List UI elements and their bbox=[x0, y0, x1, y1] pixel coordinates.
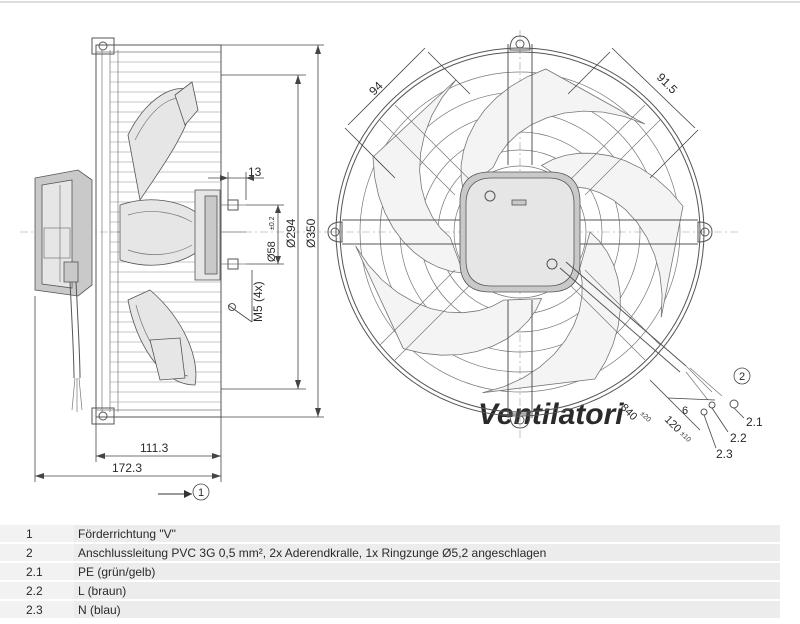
dim-cable bbox=[649, 379, 716, 431]
dim-58-tolerance: ±0.2 bbox=[269, 216, 276, 230]
dim-13-label: 13 bbox=[248, 165, 262, 179]
dim-94 bbox=[344, 47, 471, 179]
legend-number: 2 bbox=[0, 543, 74, 563]
legend-description: PE (grün/gelb) bbox=[74, 562, 780, 582]
legend-description: L (braun) bbox=[74, 581, 780, 601]
fan-blade bbox=[460, 68, 645, 192]
m5-leader bbox=[227, 270, 253, 323]
legend-description: Förderrichtung "V" bbox=[74, 525, 780, 544]
dim-94-label: 94 bbox=[366, 79, 386, 99]
svg-text:2.3: 2.3 bbox=[716, 447, 733, 461]
guard-ribs bbox=[110, 61, 221, 403]
legend-description: Anschlussleitung PVC 3G 0,5 mm², 2x Ader… bbox=[74, 543, 780, 563]
blade-middle bbox=[119, 199, 201, 266]
legend-description: N (blau) bbox=[74, 600, 780, 620]
legend-number: 2.2 bbox=[0, 581, 74, 601]
cable-exit bbox=[559, 261, 739, 416]
legend-number: 1 bbox=[0, 525, 74, 544]
flow-arrow bbox=[158, 490, 192, 498]
dim-915 bbox=[567, 47, 699, 179]
dim-294 bbox=[221, 74, 306, 390]
fan-blade bbox=[355, 245, 543, 356]
svg-text:2.2: 2.2 bbox=[730, 431, 747, 445]
dim-294-label: Ø294 bbox=[284, 218, 298, 248]
legend-number: 2.1 bbox=[0, 562, 74, 582]
svg-text:1: 1 bbox=[198, 487, 204, 499]
dim-111-label: 111.3 bbox=[140, 441, 169, 455]
dim-13 bbox=[208, 172, 264, 200]
side-view: 13 111.3 172.3 Ø350 Ø294 Ø58 ±0.2 M5 (4x… bbox=[20, 37, 330, 501]
motor-plate bbox=[459, 171, 581, 293]
dim-111 bbox=[95, 417, 222, 462]
fan-blade bbox=[540, 152, 684, 318]
cable-840-tolerance: ±20 bbox=[639, 410, 652, 423]
dim-915-label: 91.5 bbox=[654, 70, 681, 97]
dim-58 bbox=[246, 204, 284, 265]
terminal-box bbox=[34, 169, 93, 297]
callout-2-1: 2.1 bbox=[733, 407, 763, 429]
cable-6-label: 6 bbox=[682, 405, 688, 417]
front-blades bbox=[355, 68, 684, 394]
callout-2: 2 bbox=[733, 367, 751, 385]
callout-2-3: 2.3 bbox=[703, 414, 733, 461]
callout-1: 1 bbox=[192, 483, 210, 501]
blade-lower bbox=[127, 289, 197, 386]
guard-frame bbox=[91, 37, 222, 425]
svg-text:2.1: 2.1 bbox=[746, 415, 763, 429]
legend-number: 2.3 bbox=[0, 600, 74, 620]
cable-120-tolerance: ±10 bbox=[679, 430, 692, 443]
cable-120-label: 120 bbox=[662, 414, 683, 435]
technical-drawing: Ventilatori bbox=[0, 1, 800, 501]
side-cable bbox=[69, 281, 83, 412]
m5-label: M5 (4x) bbox=[251, 281, 265, 322]
dim-172 bbox=[34, 296, 222, 482]
dim-58-label: Ø58 bbox=[266, 241, 278, 262]
dim-172-label: 172.3 bbox=[112, 461, 142, 475]
svg-text:2: 2 bbox=[739, 371, 745, 383]
motor-hub bbox=[194, 189, 246, 281]
dim-350 bbox=[221, 44, 324, 418]
mounting-feet bbox=[327, 35, 713, 429]
front-view: 94 91.5 840 ±20 120 ±10 6 2 2.1 2.2 2.3 bbox=[327, 30, 763, 461]
watermark: Ventilatori bbox=[478, 398, 624, 431]
blade-upper bbox=[127, 81, 199, 202]
fan-blade bbox=[482, 231, 621, 394]
callout-2-2: 2.2 bbox=[711, 407, 747, 445]
dim-350-label: Ø350 bbox=[304, 218, 318, 248]
